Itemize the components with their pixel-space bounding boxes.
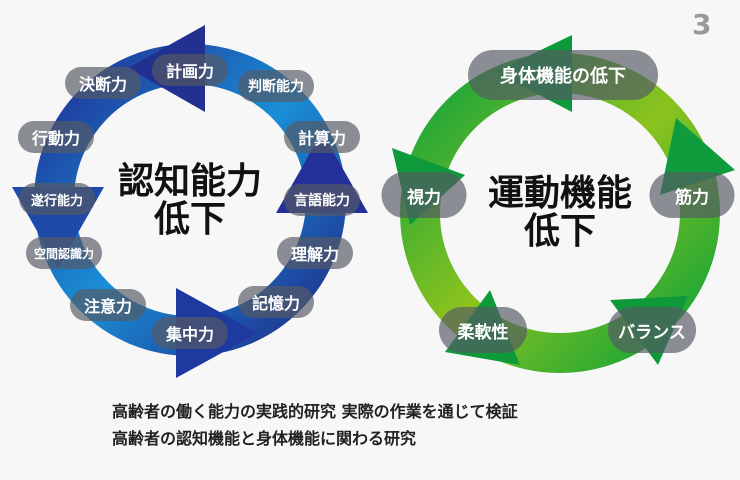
cognitive-item: 判断能力: [238, 70, 314, 102]
caption-line2: 高齢者の認知機能と身体機能に関わる研究: [112, 429, 417, 448]
cognitive-item: 記憶力: [238, 286, 314, 318]
cognitive-title-line2: 低下: [153, 199, 227, 240]
motor-title-line2: 低下: [523, 211, 597, 252]
cognitive-item: 集中力: [152, 317, 228, 349]
page-number: 3: [692, 8, 712, 41]
cognitive-item: 言語能力: [284, 184, 360, 216]
motor-item: 柔軟性: [439, 307, 527, 353]
motor-title: 運動機能 低下: [488, 175, 632, 251]
cognitive-item: 注意力: [70, 289, 146, 321]
motor-item: バランス: [608, 307, 696, 353]
motor-item: 視力: [381, 172, 467, 218]
caption-line1: 高齢者の働く能力の実践的研究 実際の作業を通じて検証: [112, 402, 518, 421]
cognitive-item: 計算力: [284, 121, 360, 153]
motor-title-line1: 運動機能: [487, 173, 633, 215]
cognitive-item: 計画力: [152, 54, 228, 86]
cognitive-title: 認知能力 低下: [118, 163, 262, 239]
cognitive-item: 決断力: [65, 67, 141, 99]
motor-item: 筋力: [649, 172, 735, 218]
cognitive-item: 遂行能力: [19, 183, 95, 215]
cognitive-title-line1: 認知能力: [117, 161, 263, 203]
cognitive-item: 空間認識力: [26, 237, 102, 269]
cognitive-item: 理解力: [277, 237, 353, 269]
motor-item: 身体機能の低下: [468, 50, 658, 100]
cognitive-item: 行動力: [18, 121, 94, 153]
